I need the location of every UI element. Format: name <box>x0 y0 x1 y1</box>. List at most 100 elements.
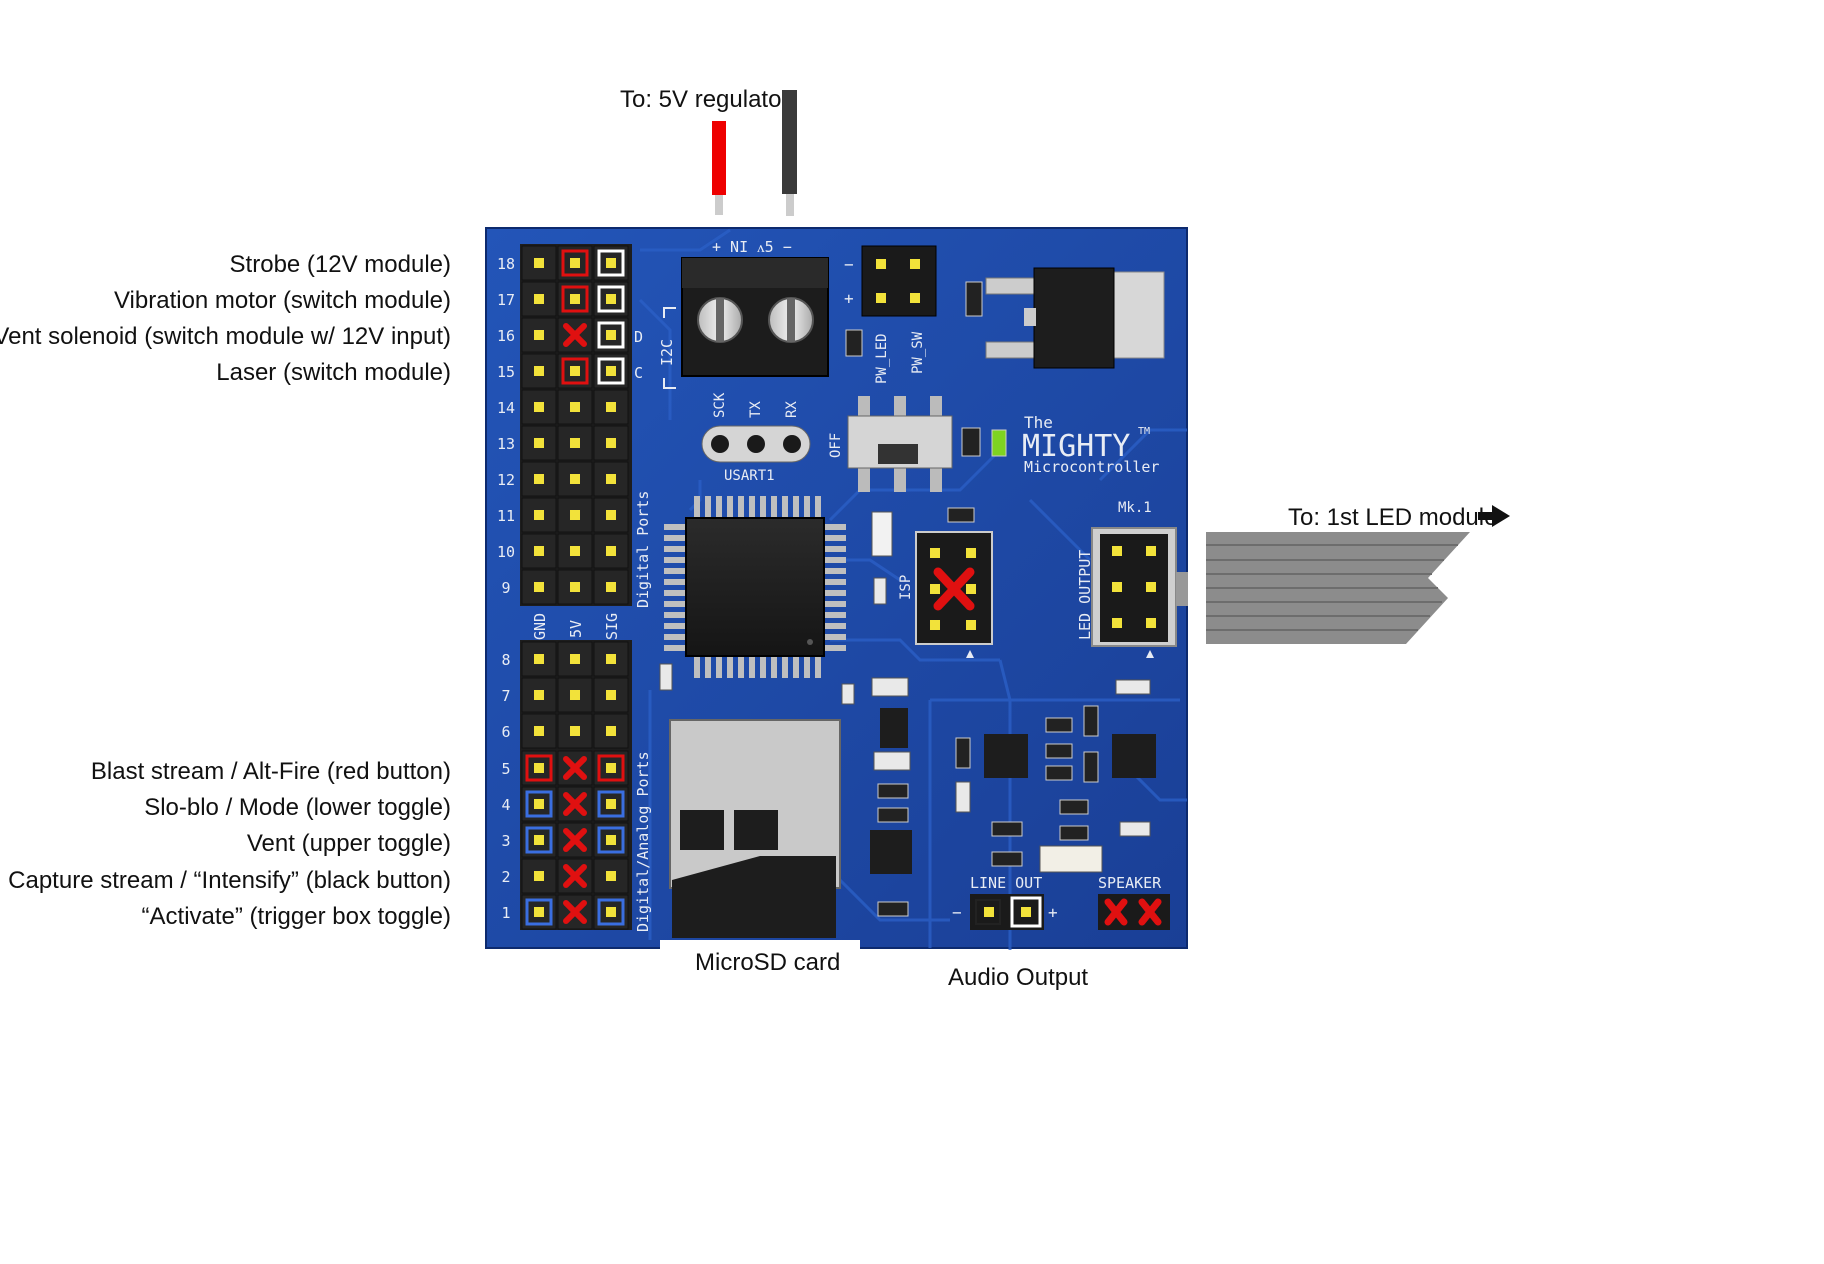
small-ics <box>870 708 1156 874</box>
pin <box>606 582 616 592</box>
microsd-label: MicroSD card <box>695 949 841 976</box>
pin <box>570 366 580 376</box>
svg-text:TX: TX <box>748 401 764 418</box>
pin <box>534 294 544 304</box>
pin <box>606 907 616 917</box>
svg-text:SCK: SCK <box>712 392 728 418</box>
pin <box>534 582 544 592</box>
pin-number: 9 <box>501 579 510 597</box>
usart-pads: SCK TX RX USART1 <box>701 392 811 484</box>
header-pin-cell <box>557 858 593 894</box>
red-x-icon <box>563 323 587 347</box>
pin <box>534 690 544 700</box>
red-x-icon <box>933 567 975 611</box>
pin <box>570 726 580 736</box>
pin-number: 15 <box>497 363 515 381</box>
pin <box>606 654 616 664</box>
pin-number: 4 <box>501 796 510 814</box>
label-pin-16: Vent solenoid (switch module w/ 12V inpu… <box>0 323 451 350</box>
pin <box>570 258 580 268</box>
pw-header: − + PW_LED PW_SW <box>844 245 937 384</box>
pin-number: 7 <box>501 687 510 705</box>
pin <box>534 871 544 881</box>
pin <box>534 907 544 917</box>
svg-text:ISP: ISP <box>898 575 914 600</box>
power-switch[interactable]: OFF <box>828 396 953 492</box>
black-wire <box>782 90 797 194</box>
pin-highlight <box>597 898 625 926</box>
pin-number: 5 <box>501 760 510 778</box>
label-pin-18: Strobe (12V module) <box>229 251 451 278</box>
pin <box>534 726 544 736</box>
pin <box>534 799 544 809</box>
header-pin-cell <box>557 894 593 930</box>
pin-number: 13 <box>497 435 515 453</box>
pin <box>570 438 580 448</box>
pin <box>534 835 544 845</box>
pin <box>606 835 616 845</box>
pin <box>534 330 544 340</box>
gnd-label: GND <box>531 613 549 640</box>
svg-text:Mk.1: Mk.1 <box>1118 500 1152 516</box>
pin-number: 10 <box>497 543 515 561</box>
pin-number: 8 <box>501 651 510 669</box>
header-pin-cell <box>521 533 557 569</box>
pin <box>534 366 544 376</box>
pin-highlight <box>597 357 625 385</box>
red-x-icon <box>1104 898 1162 926</box>
pin-highlight <box>597 321 625 349</box>
audio-headers: LINE OUT SPEAKER − + <box>952 874 1170 930</box>
svg-text:RX: RX <box>784 401 800 418</box>
pin-highlight <box>525 790 553 818</box>
svg-text:PW_SW: PW_SW <box>910 331 926 374</box>
label-pin-17: Vibration motor (switch module) <box>113 287 451 314</box>
header-pin-cell <box>593 713 629 749</box>
led-module-label: To: 1st LED module <box>1288 504 1498 531</box>
smd-components <box>659 507 1151 917</box>
label-pin-4: Slo-blo / Mode (lower toggle) <box>144 794 451 821</box>
red-x-icon <box>563 792 587 816</box>
pin <box>534 402 544 412</box>
pin-highlight <box>597 285 625 313</box>
pin <box>606 726 616 736</box>
pin <box>570 654 580 664</box>
pin <box>606 799 616 809</box>
svg-text:I2C: I2C <box>658 339 676 366</box>
pin <box>606 474 616 484</box>
pin <box>570 546 580 556</box>
pin <box>534 474 544 484</box>
svg-text:PW_LED: PW_LED <box>874 333 890 384</box>
pin <box>570 510 580 520</box>
pin <box>606 258 616 268</box>
pin-number: 17 <box>497 291 515 309</box>
pin <box>606 510 616 520</box>
svg-text:LED OUTPUT: LED OUTPUT <box>1076 550 1094 640</box>
pin <box>570 582 580 592</box>
pin <box>606 763 616 773</box>
power-wires <box>712 90 797 216</box>
pin <box>606 438 616 448</box>
svg-text:+ NI ᴧ5 −: + NI ᴧ5 − <box>712 238 792 256</box>
pin <box>606 546 616 556</box>
header-pin-cell <box>557 533 593 569</box>
pin <box>606 402 616 412</box>
svg-text:SPEAKER: SPEAKER <box>1098 874 1162 892</box>
pin <box>606 330 616 340</box>
power-terminal-block: + NI ᴧ5 − <box>681 238 829 377</box>
pin <box>606 690 616 700</box>
red-x-icon <box>563 864 587 888</box>
pin-number: 18 <box>497 255 515 273</box>
pin <box>606 871 616 881</box>
label-pin-5: Blast stream / Alt-Fire (red button) <box>90 758 451 785</box>
header-pin-cell <box>593 389 629 425</box>
pin <box>534 546 544 556</box>
pin-number: 16 <box>497 327 515 345</box>
microcontroller-chip <box>664 496 846 678</box>
traces <box>638 228 1187 950</box>
pin-highlight <box>597 826 625 854</box>
label-pin-15: Laser (switch module) <box>216 359 451 386</box>
pin <box>534 654 544 664</box>
arrow-right-icon <box>1478 505 1510 527</box>
